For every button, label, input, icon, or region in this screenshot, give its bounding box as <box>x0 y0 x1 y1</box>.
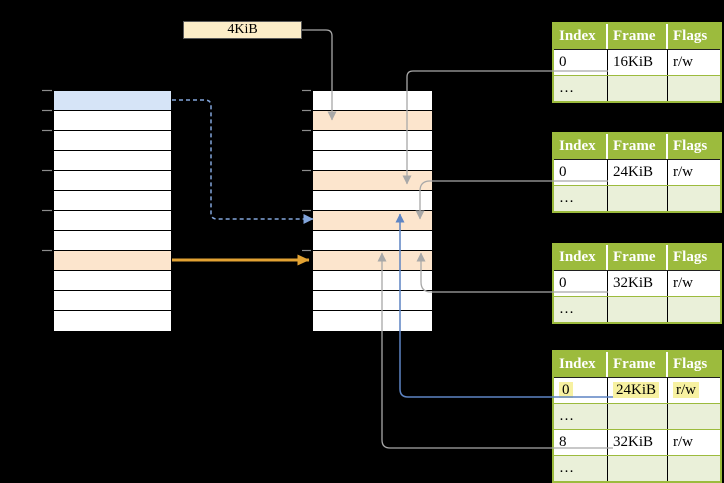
cell-frame <box>608 456 668 481</box>
memory-row <box>54 151 171 171</box>
header-index: Index <box>554 24 608 49</box>
memory-row <box>54 311 171 331</box>
highlighted-value: r/w <box>673 382 699 398</box>
cell-index: … <box>554 404 608 429</box>
memory-row <box>313 91 432 111</box>
cell-index: 0 <box>554 378 608 403</box>
table-row-highlighted: 0 24KiB r/w <box>554 377 720 403</box>
cell-index: 0 <box>554 271 608 296</box>
cell-frame: 24KiB <box>608 160 668 185</box>
cell-flags: r/w <box>673 164 693 180</box>
memory-row <box>313 191 432 211</box>
cell-flags <box>668 186 720 211</box>
page-table-3: Index Frame Flags 0 32KiB r/w … <box>552 243 722 324</box>
table-header-row: Index Frame Flags <box>554 134 720 159</box>
cell-flags: r/w <box>673 434 693 450</box>
cell-flags <box>668 404 720 429</box>
table-row-ellipsis: … <box>554 296 720 322</box>
memory-row <box>313 231 432 251</box>
physical-memory-column <box>312 90 433 332</box>
arrow-virtual-blue-to-frame-24kib <box>172 99 314 224</box>
page-size-label: 4KiB <box>183 21 302 39</box>
page-table-4: Index Frame Flags 0 24KiB r/w … 8 32KiB … <box>552 350 722 483</box>
table-row-ellipsis: … <box>554 455 720 481</box>
memory-row <box>313 291 432 311</box>
virtual-memory-column <box>53 90 172 332</box>
cell-frame <box>608 297 668 322</box>
cell-index: … <box>554 186 608 211</box>
memory-row <box>313 311 432 331</box>
header-index: Index <box>554 134 608 159</box>
table-row-ellipsis: … <box>554 185 720 211</box>
header-index: Index <box>554 352 608 377</box>
memory-row <box>54 111 171 131</box>
physical-frame-16kib <box>313 171 432 191</box>
table-header-row: Index Frame Flags <box>554 245 720 270</box>
table-row-ellipsis: … <box>554 403 720 429</box>
table-row: 0 32KiB r/w <box>554 270 720 296</box>
cell-frame: 32KiB <box>608 271 668 296</box>
header-index: Index <box>554 245 608 270</box>
header-frame: Frame <box>608 134 668 159</box>
virtual-column-ticks <box>42 89 52 252</box>
header-frame: Frame <box>608 352 668 377</box>
cell-flags <box>668 76 720 101</box>
page-table-2: Index Frame Flags 0 24KiB r/w … <box>552 132 722 213</box>
table-header-row: Index Frame Flags <box>554 24 720 49</box>
physical-column-ticks <box>302 89 311 252</box>
cell-flags: r/w <box>673 54 693 70</box>
physical-frame-4kib <box>313 111 432 131</box>
physical-frame-32kib <box>313 251 432 271</box>
header-flags: Flags <box>673 249 708 265</box>
memory-row <box>54 291 171 311</box>
table-row: 0 16KiB r/w <box>554 49 720 75</box>
memory-row <box>54 271 171 291</box>
page-table-1: Index Frame Flags 0 16KiB r/w … <box>552 22 722 103</box>
header-frame: Frame <box>608 245 668 270</box>
highlighted-value: 24KiB <box>613 382 660 398</box>
cell-frame: 16KiB <box>608 50 668 75</box>
cell-frame <box>608 186 668 211</box>
cell-flags: r/w <box>668 378 720 403</box>
cell-frame: 24KiB <box>608 378 668 403</box>
cell-frame <box>608 404 668 429</box>
memory-row <box>54 191 171 211</box>
cell-index: 0 <box>554 50 608 75</box>
cell-index: … <box>554 456 608 481</box>
header-frame: Frame <box>608 24 668 49</box>
virtual-page-row-highlight-peach <box>54 251 171 271</box>
physical-frame-24kib <box>313 211 432 231</box>
table-header-row: Index Frame Flags <box>554 352 720 377</box>
cell-frame <box>608 76 668 101</box>
memory-row <box>54 171 171 191</box>
header-flags: Flags <box>673 138 708 154</box>
cell-flags <box>668 456 720 481</box>
cell-index: … <box>554 76 608 101</box>
memory-row <box>54 131 171 151</box>
cell-index: 0 <box>554 160 608 185</box>
cell-flags: r/w <box>673 275 693 291</box>
table-row: 8 32KiB r/w <box>554 429 720 455</box>
memory-row <box>313 271 432 291</box>
memory-row <box>313 131 432 151</box>
table-row: 0 24KiB r/w <box>554 159 720 185</box>
cell-index: 8 <box>554 430 608 455</box>
virtual-page-row-highlight-blue <box>54 91 171 111</box>
cell-flags <box>668 297 720 322</box>
memory-row <box>54 211 171 231</box>
cell-frame: 32KiB <box>608 430 668 455</box>
header-flags: Flags <box>673 356 708 372</box>
memory-row <box>54 231 171 251</box>
table-row-ellipsis: … <box>554 75 720 101</box>
highlighted-value: 0 <box>559 382 573 398</box>
memory-row <box>313 151 432 171</box>
cell-index: … <box>554 297 608 322</box>
header-flags: Flags <box>673 28 708 44</box>
